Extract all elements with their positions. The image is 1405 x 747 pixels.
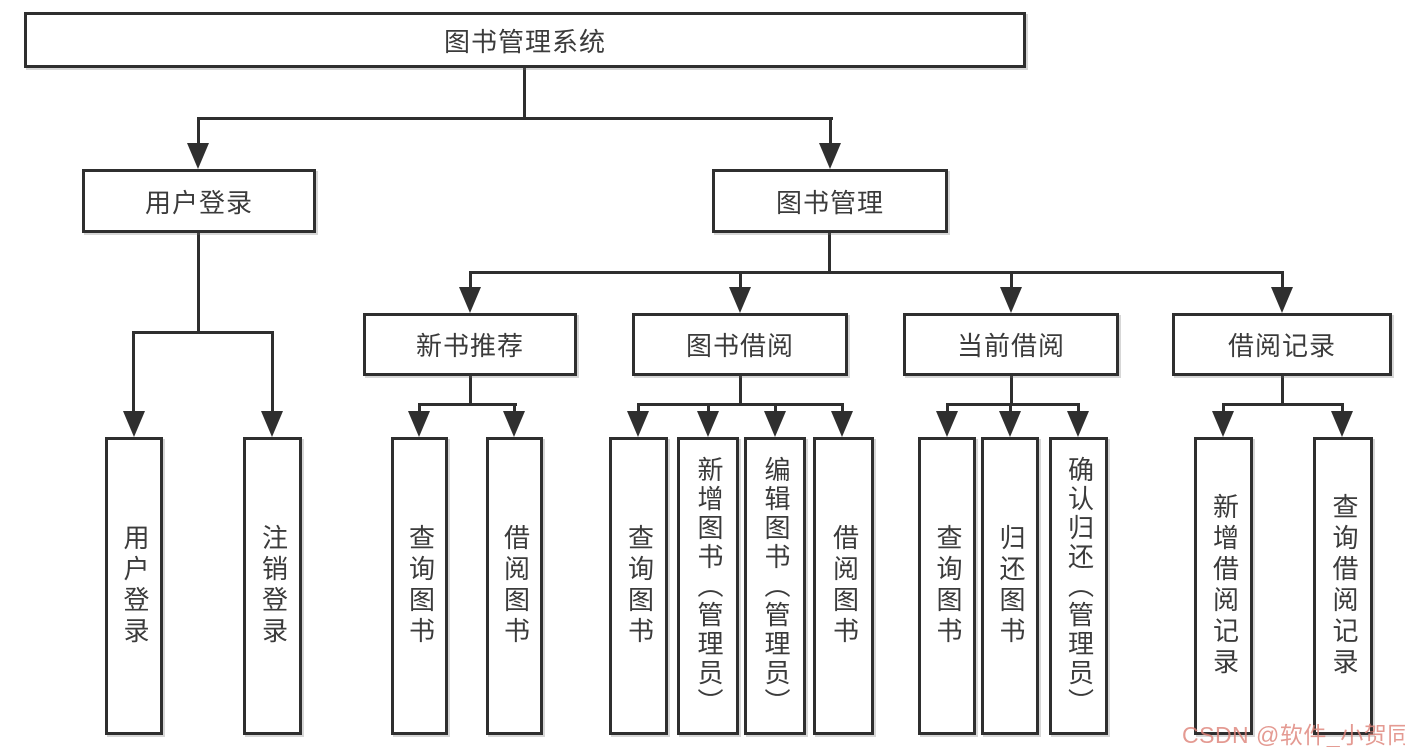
connector-drop bbox=[637, 403, 640, 413]
connector-mgmt-stem bbox=[828, 233, 831, 274]
arrow-down-icon bbox=[408, 411, 430, 437]
connector-drop-login bbox=[132, 331, 135, 413]
arrow-down-icon bbox=[697, 411, 719, 437]
connector-drop bbox=[774, 403, 777, 413]
connector-nb-rail bbox=[418, 403, 517, 406]
leaf-nb-borrow-books: 借阅图书 bbox=[486, 437, 543, 735]
leaf-cb-query-books: 查询图书 bbox=[918, 437, 976, 735]
leaf-br-add-record: 新增借阅记录 bbox=[1194, 437, 1253, 735]
connector-drop-logout bbox=[271, 331, 274, 413]
leaf-user-login: 用户登录 bbox=[105, 437, 163, 735]
connector-br-rail bbox=[1222, 403, 1344, 406]
arrow-down-icon bbox=[459, 287, 481, 313]
connector-cb-stem bbox=[1010, 376, 1013, 405]
arrow-down-icon bbox=[936, 411, 958, 437]
connector-user-stem bbox=[197, 233, 200, 333]
leaf-br-query-record: 查询借阅记录 bbox=[1313, 437, 1373, 735]
leaf-bb-borrow-books: 借阅图书 bbox=[813, 437, 874, 735]
connector-drop bbox=[513, 403, 516, 413]
csdn-watermark: CSDN @软件_小贺同学 bbox=[1182, 722, 1405, 747]
node-book-borrowing: 图书借阅 bbox=[632, 313, 848, 376]
leaf-nb-query-books: 查询图书 bbox=[391, 437, 448, 735]
arrow-down-icon bbox=[729, 287, 751, 313]
connector-bb-stem bbox=[739, 376, 742, 405]
arrow-down-icon bbox=[999, 411, 1021, 437]
leaf-bb-query-books: 查询图书 bbox=[609, 437, 668, 735]
leaf-logout: 注销登录 bbox=[243, 437, 302, 735]
connector-br-stem bbox=[1281, 376, 1284, 405]
connector-level3-rail bbox=[469, 271, 1284, 274]
arrow-down-icon bbox=[1212, 411, 1234, 437]
arrow-down-icon bbox=[503, 411, 525, 437]
arrow-down-icon bbox=[819, 143, 841, 169]
arrow-down-icon bbox=[831, 411, 853, 437]
connector-drop bbox=[1009, 403, 1012, 413]
connector-drop bbox=[418, 403, 421, 413]
node-new-book-recommend: 新书推荐 bbox=[363, 313, 577, 376]
leaf-bb-add-books-admin: 新增图书（管理员） bbox=[677, 437, 739, 735]
connector-drop-book-mgmt bbox=[829, 117, 832, 147]
connector-drop-user-login bbox=[197, 117, 200, 147]
arrow-down-icon bbox=[1331, 411, 1353, 437]
arrow-down-icon bbox=[187, 143, 209, 169]
leaf-bb-edit-books-admin: 编辑图书（管理员） bbox=[744, 437, 806, 735]
connector-drop bbox=[841, 403, 844, 413]
node-book-management: 图书管理 bbox=[712, 169, 948, 233]
node-borrow-records: 借阅记录 bbox=[1172, 313, 1392, 376]
connector-drop bbox=[946, 403, 949, 413]
node-system-root: 图书管理系统 bbox=[24, 12, 1026, 68]
arrow-down-icon bbox=[123, 411, 145, 437]
connector-drop bbox=[1222, 403, 1225, 413]
connector-level2-rail bbox=[197, 117, 833, 120]
connector-drop-borrowrecord bbox=[1281, 271, 1284, 289]
arrow-down-icon bbox=[1067, 411, 1089, 437]
leaf-cb-confirm-return-admin: 确认归还（管理员） bbox=[1049, 437, 1108, 735]
connector-drop bbox=[1341, 403, 1344, 413]
connector-bb-rail bbox=[637, 403, 844, 406]
connector-cb-rail bbox=[946, 403, 1079, 406]
connector-drop bbox=[707, 403, 710, 413]
arrow-down-icon bbox=[1000, 287, 1022, 313]
connector-nb-stem bbox=[469, 376, 472, 405]
connector-user-rail bbox=[133, 331, 274, 334]
connector-drop-bookborrow bbox=[739, 271, 742, 289]
arrow-down-icon bbox=[627, 411, 649, 437]
connector-drop-currentborrow bbox=[1010, 271, 1013, 289]
arrow-down-icon bbox=[764, 411, 786, 437]
arrow-down-icon bbox=[1271, 287, 1293, 313]
node-current-borrowing: 当前借阅 bbox=[903, 313, 1119, 376]
node-user-login: 用户登录 bbox=[82, 169, 316, 233]
connector-root-stem bbox=[523, 68, 526, 119]
leaf-cb-return-books: 归还图书 bbox=[981, 437, 1039, 735]
connector-drop-newbook bbox=[469, 271, 472, 289]
connector-drop bbox=[1077, 403, 1080, 413]
arrow-down-icon bbox=[261, 411, 283, 437]
